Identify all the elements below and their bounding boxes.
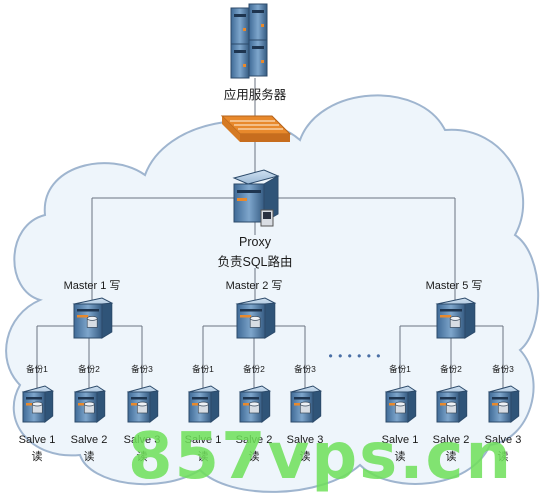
master-2-label: Master 2 写 (225, 280, 283, 292)
backup-label: 备份1 (192, 364, 214, 374)
slave-server-icon (238, 385, 271, 424)
slave-name: Salve 1 (381, 434, 419, 446)
slave-server-icon (21, 385, 54, 424)
master-server-icon (435, 297, 477, 339)
slave-server-icon (487, 385, 520, 424)
ellipsis: • • • • • • (328, 349, 382, 363)
slave-role: 读 (83, 451, 95, 463)
watermark: 857vps.cn (128, 420, 514, 494)
master-server-icon (235, 297, 277, 339)
slave-name: Salve 1 (184, 434, 222, 446)
master-5-label: Master 5 写 (425, 280, 483, 292)
slave-role: 读 (497, 451, 509, 463)
proxy-label-line2: 负责SQL路由 (217, 255, 293, 269)
backup-label: 备份3 (492, 364, 514, 374)
backup-label: 备份2 (440, 364, 462, 374)
slave-server-icon (435, 385, 468, 424)
slave-server-icon (384, 385, 417, 424)
master-1-label: Master 1 写 (63, 280, 121, 292)
backup-label: 备份1 (389, 364, 411, 374)
slave-name: Salve 3 (123, 434, 161, 446)
backup-label: 备份3 (131, 364, 153, 374)
slave-name: Salve 3 (286, 434, 324, 446)
slave-server-icon (289, 385, 322, 424)
slave-name: Salve 3 (484, 434, 522, 446)
backup-label: 备份2 (243, 364, 265, 374)
slave-role: 读 (248, 451, 260, 463)
master-server-icon (72, 297, 114, 339)
app-server-label: 应用服务器 (223, 88, 287, 102)
slave-name: Salve 2 (432, 434, 470, 446)
slave-role: 读 (394, 451, 406, 463)
firewall-icon (220, 115, 292, 142)
proxy-label-line1: Proxy (239, 235, 271, 249)
app-server-icon (230, 3, 268, 79)
slave-role: 读 (299, 451, 311, 463)
slave-server-icon (126, 385, 159, 424)
backup-label: 备份1 (26, 364, 48, 374)
slave-server-icon (73, 385, 106, 424)
slave-name: Salve 2 (235, 434, 273, 446)
connection-lines (36, 78, 504, 392)
slave-role: 读 (445, 451, 457, 463)
slave-role: 读 (136, 451, 148, 463)
slave-server-icon (187, 385, 220, 424)
backup-label: 备份2 (78, 364, 100, 374)
slave-role: 读 (197, 451, 209, 463)
slave-name: Salve 1 (18, 434, 56, 446)
slave-role: 读 (31, 451, 43, 463)
slave-name: Salve 2 (70, 434, 108, 446)
proxy-server-icon (232, 169, 280, 227)
backup-label: 备份3 (294, 364, 316, 374)
